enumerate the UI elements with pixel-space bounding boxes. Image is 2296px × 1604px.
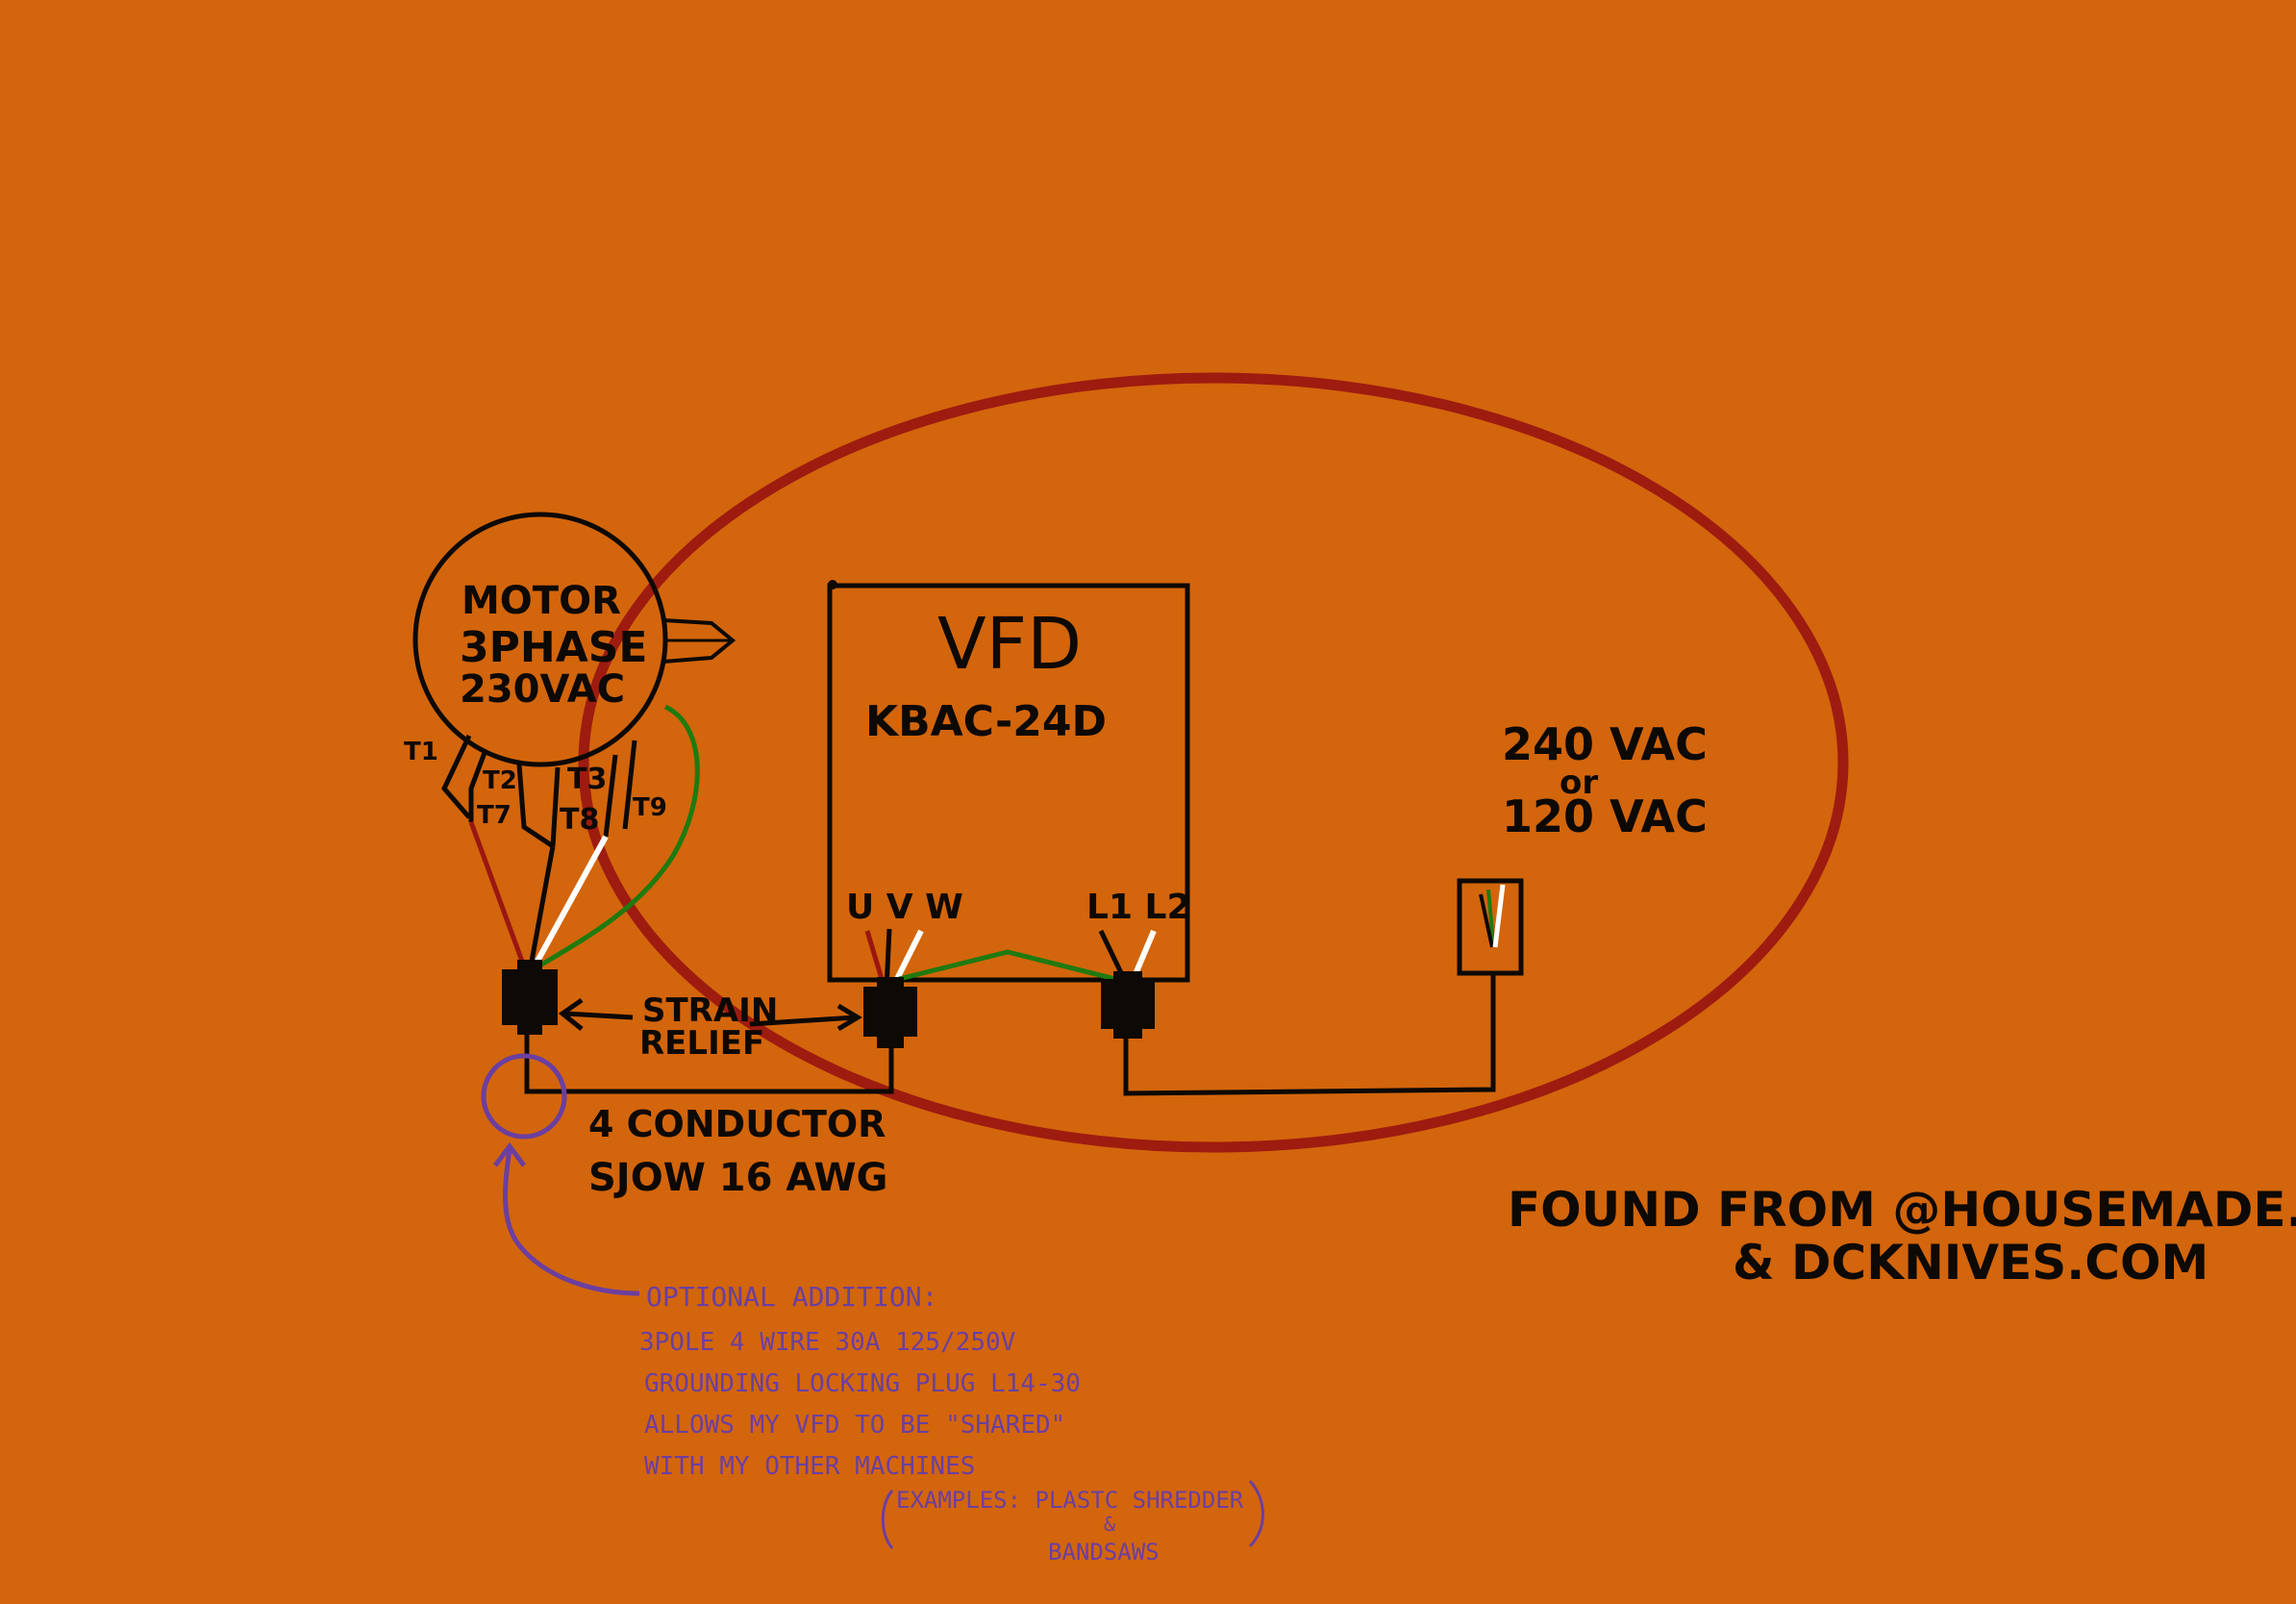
- optional-line-4: ALLOWS MY VFD TO BE "SHARED": [644, 1411, 1065, 1440]
- lead-t2: [516, 764, 555, 849]
- optional-line-3: GROUNDING LOCKING PLUG L14-30: [644, 1369, 1081, 1398]
- examples-amp: &: [1104, 1513, 1115, 1536]
- highlight-ellipse: [578, 372, 1849, 1153]
- vfd-input-labels: L1 L2: [1086, 888, 1191, 927]
- motor-label-3: 230VAC: [460, 667, 625, 712]
- vfd-corner-dot: [828, 580, 837, 589]
- lead-t3: [603, 754, 618, 838]
- motor-label-2: 3PHASE: [460, 623, 648, 672]
- strain-relief-label-2: RELIEF: [639, 1024, 764, 1063]
- strain-relief-vfd-input-nut: [1113, 971, 1142, 1039]
- vfd-output-labels: U V W: [846, 888, 963, 927]
- motor-vfd-cable: [524, 1034, 894, 1094]
- lead-t1: [441, 734, 472, 819]
- terminal-t2: T2: [483, 766, 517, 795]
- outlet-white-wire: [1492, 884, 1506, 948]
- source-label-2: or: [1560, 764, 1598, 802]
- optional-arrow-head: [493, 1141, 526, 1167]
- cable-label-2: SJOW 16 AWG: [588, 1156, 887, 1200]
- optional-arrow: [503, 1148, 640, 1296]
- source-label-3: 120 VAC: [1502, 790, 1708, 842]
- optional-line-5: WITH MY OTHER MACHINES: [644, 1452, 975, 1481]
- power-cord: [1123, 973, 1496, 1096]
- strain-relief-arrow-left: [558, 997, 634, 1031]
- examples-left-paren: [881, 1490, 894, 1549]
- terminal-t8: T8: [560, 803, 599, 837]
- motor-white-wire: [532, 835, 609, 968]
- lead-t8: [550, 766, 561, 847]
- vfd-box: [827, 583, 1190, 983]
- cable-label-1: 4 CONDUCTOR: [588, 1103, 886, 1145]
- terminal-t3: T3: [567, 763, 607, 796]
- outlet-black-wire: [1479, 893, 1494, 948]
- optional-line-1: OPTIONAL ADDITION:: [646, 1281, 937, 1313]
- strain-relief-arrow-right: [749, 1003, 862, 1032]
- strain-relief-motor-nut: [517, 960, 542, 1035]
- vfd: VFD KBAC-24D U V W L1 L2: [827, 580, 1191, 983]
- outlet-green-wire: [1486, 889, 1495, 943]
- examples-line-2: BANDSAWS: [1048, 1539, 1160, 1566]
- source-label-1: 240 VAC: [1502, 718, 1708, 770]
- motor-black-wire: [528, 845, 556, 967]
- motor-shaft-arrow: [662, 618, 736, 664]
- motor-green-wire: [537, 704, 700, 969]
- vfd-title: VFD: [937, 603, 1082, 686]
- terminal-t9: T9: [633, 793, 667, 822]
- lead-t7: [468, 749, 488, 822]
- credit-line-2: & DCKNIVES.COM: [1733, 1235, 2209, 1291]
- vfd-model: KBAC-24D: [865, 697, 1107, 746]
- credit-line-1: FOUND FROM @HOUSEMADE.US: [1508, 1182, 2296, 1238]
- terminal-t1: T1: [404, 738, 438, 766]
- wall-outlet: [1457, 878, 1524, 976]
- optional-line-2: 3POLE 4 WIRE 30A 125/250V: [639, 1328, 1015, 1357]
- examples-line-1: EXAMPLES: PLASTC SHREDDER: [896, 1487, 1244, 1514]
- examples-right-paren: [1248, 1479, 1264, 1548]
- motor-label-1: MOTOR: [462, 579, 621, 623]
- terminal-t7: T7: [477, 801, 512, 830]
- lead-t9: [622, 739, 637, 830]
- vfd-ground-wire: [898, 949, 1116, 982]
- motor: MOTOR 3PHASE 230VAC T1 T2 T7 T3 T8 T9: [404, 512, 736, 849]
- optional-plug-circle: [481, 1053, 567, 1140]
- motor-red-wire: [468, 821, 527, 967]
- strain-relief-vfd-output-nut: [877, 977, 904, 1048]
